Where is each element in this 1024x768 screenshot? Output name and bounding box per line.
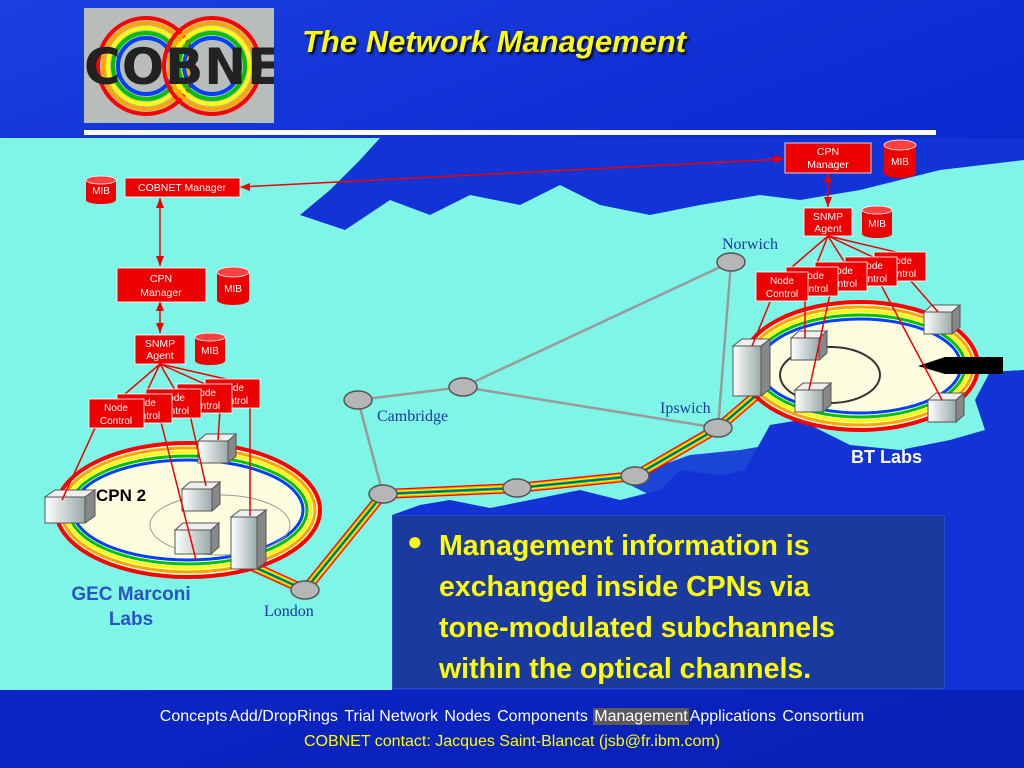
tower-server-icon [229,508,268,571]
info-callout: ● Management information is exchanged in… [392,515,945,689]
svg-text:Control: Control [855,274,887,285]
svg-text:MIB: MIB [201,346,219,357]
nav-nodes[interactable]: Nodes [444,708,491,725]
svg-text:Agent: Agent [814,223,842,235]
svg-text:Node: Node [161,393,185,404]
nav-trial-network[interactable]: Trial Network [344,708,438,725]
left-snmp-mib-db: MIB [194,332,226,365]
label-norwich: Norwich [722,236,778,253]
bt-labs-label: BT Labs [851,447,922,467]
label-ipswich: Ipswich [660,400,711,417]
page-title: The Network Management [302,24,687,59]
callout-line: Management information is [439,530,810,562]
server-icon [43,489,97,524]
pointer-icon [918,357,1003,374]
node-route-1 [368,484,398,504]
bt-servers [731,303,966,424]
svg-text:SNMP: SNMP [145,338,175,350]
cobnet-manager-box: COBNET Manager [124,177,241,198]
node-london [290,580,320,600]
svg-text:Control: Control [100,416,132,427]
label-cambridge: Cambridge [377,408,448,425]
node-route-2 [502,478,532,498]
manager-link [239,158,785,188]
right-cpn-manager-box: CPN Manager [784,142,872,174]
estuary [620,445,790,495]
svg-text:CPN: CPN [150,273,172,285]
nav-consortium[interactable]: Consortium [782,708,865,725]
svg-text:Control: Control [188,401,220,412]
svg-text:MIB: MIB [92,186,110,197]
title-divider [84,130,936,135]
svg-text:Node: Node [859,261,883,272]
svg-text:Node: Node [192,388,216,399]
left-snmp-agent-box: SNMP Agent [134,334,186,365]
server-icon [173,521,221,556]
callout-line: within the optical channels. [439,653,812,685]
right-node-control-stack: Node Control Node Control Node Control N… [755,251,927,302]
right-snmp-mib-db: MIB [861,205,893,238]
logo-rings-graphic [96,16,262,116]
nav-concepts[interactable]: Concepts [159,708,228,725]
network-nodes [290,252,746,600]
contact-line[interactable]: COBNET contact: Jacques Saint-Blancat (j… [303,733,721,750]
left-management-stack: MIB COBNET Manager CPN Manager MIB SNMP … [61,155,785,561]
left-node-control-stack: Node Control Node Control Node Control N… [88,378,261,429]
svg-text:Node: Node [104,403,128,414]
cpn2-label: CPN 2 [96,486,146,505]
server-icon [926,391,966,424]
gec-label-line1: GEC Marconi [71,584,190,605]
svg-text:Control: Control [766,289,798,300]
svg-text:Node: Node [829,266,853,277]
label-london: London [264,603,314,620]
logo-text: COBNET [84,38,274,96]
gec-label-line2: Labs [109,609,153,630]
node-cambridge-east [448,377,478,397]
node-route-3 [620,466,650,486]
node-cambridge-west [343,390,373,410]
callout-text: Management information is exchanged insi… [439,526,929,690]
nav-applications[interactable]: Applications [689,708,776,725]
svg-text:MIB: MIB [868,219,886,230]
server-icon [180,480,222,513]
nav-add-drop-rings[interactable]: Add/DropRings [229,708,338,725]
node-ipswich [703,418,733,438]
svg-text:MIB: MIB [891,157,909,168]
svg-text:Node: Node [800,271,824,282]
nav-components[interactable]: Components [497,708,588,725]
bullet-icon: ● [407,526,423,556]
svg-text:Control: Control [825,279,857,290]
svg-text:Agent: Agent [146,350,174,362]
tower-server-icon [731,337,772,398]
svg-text:Control: Control [796,284,828,295]
svg-text:Control: Control [157,406,189,417]
svg-text:Node: Node [888,256,912,267]
left-cpn-mib-db: MIB [216,266,250,305]
right-management-stack: CPN Manager MIB SNMP Agent MIB [751,139,943,401]
right-snmp-agent-box: SNMP Agent [803,207,853,237]
nav-management[interactable]: Management [593,708,689,725]
server-icon [789,329,829,362]
server-icon [196,432,238,465]
callout-line: exchanged inside CPNs via [439,571,810,603]
svg-text:Manager: Manager [140,287,182,299]
svg-text:SNMP: SNMP [813,211,843,223]
backbone-links [356,260,733,495]
callout-line: tone-modulated subchannels [439,612,835,644]
svg-text:MIB: MIB [224,284,242,295]
cobnet-logo: COBNET [84,8,274,123]
left-cpn-manager-box: CPN Manager [116,267,207,303]
svg-text:Manager: Manager [807,159,849,171]
svg-text:Control: Control [884,269,916,280]
right-cpn-mib-db: MIB [883,139,917,178]
svg-text:CPN: CPN [817,146,839,158]
server-icon [922,303,962,336]
svg-text:COBNET Manager: COBNET Manager [138,182,226,194]
gec-servers [43,432,268,571]
left-mib-db: MIB [85,175,117,204]
node-norwich [716,252,746,272]
svg-text:Node: Node [770,276,794,287]
server-icon [793,381,833,414]
